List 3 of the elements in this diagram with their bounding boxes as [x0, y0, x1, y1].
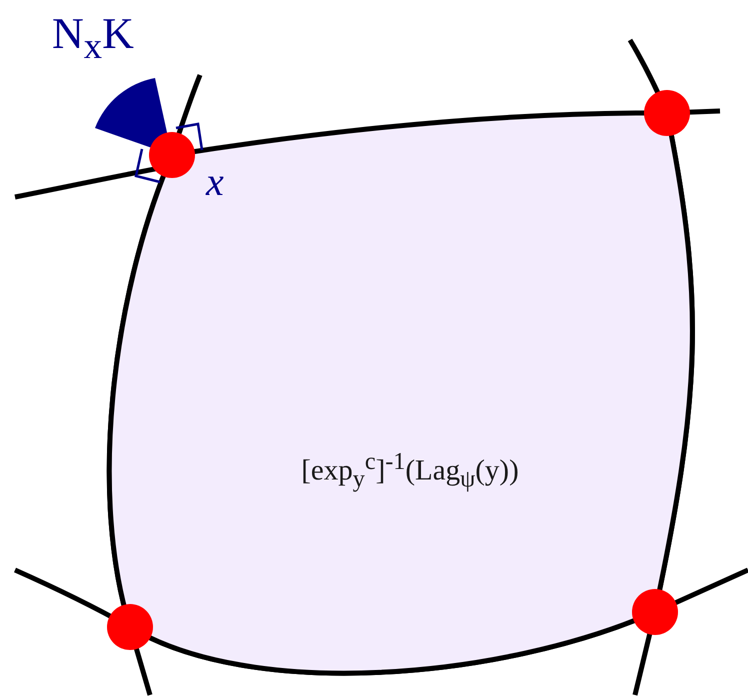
point-label: x	[206, 162, 224, 202]
region-label: [exp$_{y}$$^{c}$]$^{-1}$(Lag$_{ψ}$(y))	[300, 448, 520, 494]
cone-label: N$_{x}$K	[52, 12, 134, 64]
